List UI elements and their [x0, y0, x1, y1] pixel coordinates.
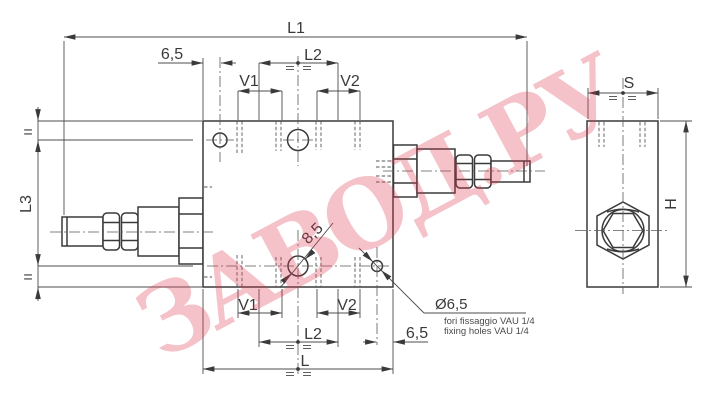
dim-v2-top-label: V2 — [340, 73, 360, 90]
left-fitting — [61, 197, 204, 265]
dim-l1: L1 — [63, 20, 528, 40]
left-fitting-ring-2 — [120, 212, 139, 251]
side-view: S H — [575, 75, 692, 294]
fixing-hole-callout: Ø6,5 fori fissaggio VAU 1/4 fixing holes… — [358, 247, 535, 337]
callout-note-italian: fori fissaggio VAU 1/4 — [444, 316, 535, 327]
left-fitting-ring-1 — [102, 212, 121, 251]
dim-s: S — [587, 75, 659, 100]
dim-l3-label: L3 — [18, 195, 35, 213]
dim-v2-bottom: V2 — [316, 297, 361, 316]
side-view-centerlines — [575, 78, 670, 294]
dim-h-label: H — [663, 198, 680, 210]
dim-l2-top-label: L2 — [304, 47, 322, 64]
dim-v1-bottom-label: V1 — [238, 297, 258, 314]
dim-l2-bottom-label: L2 — [304, 326, 322, 343]
dim-equal-bottom-label: = — [23, 269, 32, 286]
dim-offset-bottom: 6,5 — [363, 325, 428, 345]
right-fitting-ring-1 — [455, 154, 474, 189]
dim-s-label: S — [624, 75, 635, 92]
right-fitting-ring-2 — [473, 154, 492, 189]
dim-offset-top-label: 6,5 — [161, 46, 183, 63]
dim-l2-top: L2 — [258, 47, 339, 70]
dim-l3-group: = L3 = — [18, 107, 41, 301]
dim-l: L — [202, 353, 394, 376]
front-view: L1 6,5 L2 V1 V2 — [18, 20, 545, 377]
dim-equal-top-label: = — [23, 124, 32, 141]
side-view-hidden-lines — [598, 122, 646, 147]
left-fitting-shaft — [61, 216, 104, 247]
side-view-body — [586, 120, 659, 288]
callout-note-english: fixing holes VAU 1/4 — [444, 326, 529, 337]
right-fitting-shaft — [490, 160, 531, 183]
callout-diameter-label: Ø6,5 — [435, 296, 468, 313]
valve-body — [202, 120, 394, 288]
dim-l1-label: L1 — [287, 20, 305, 37]
dim-v2-top: V2 — [316, 73, 361, 94]
dim-v2-bottom-label: V2 — [337, 297, 357, 314]
extension-lines — [38, 41, 528, 374]
dim-offset-bottom-label: 6,5 — [406, 325, 428, 342]
dim-v1-top: V1 — [237, 73, 283, 94]
dim-v1-top-label: V1 — [239, 73, 259, 90]
dim-l2-bottom: L2 — [258, 326, 339, 349]
dim-l-label: L — [301, 353, 310, 370]
dim-v1-bottom: V1 — [237, 297, 283, 316]
dim-offset-top: 6,5 — [158, 46, 236, 66]
dim-h: H — [663, 120, 689, 288]
left-fitting-body — [137, 206, 180, 257]
centerlines — [50, 56, 545, 377]
left-fitting-hex — [178, 197, 204, 265]
